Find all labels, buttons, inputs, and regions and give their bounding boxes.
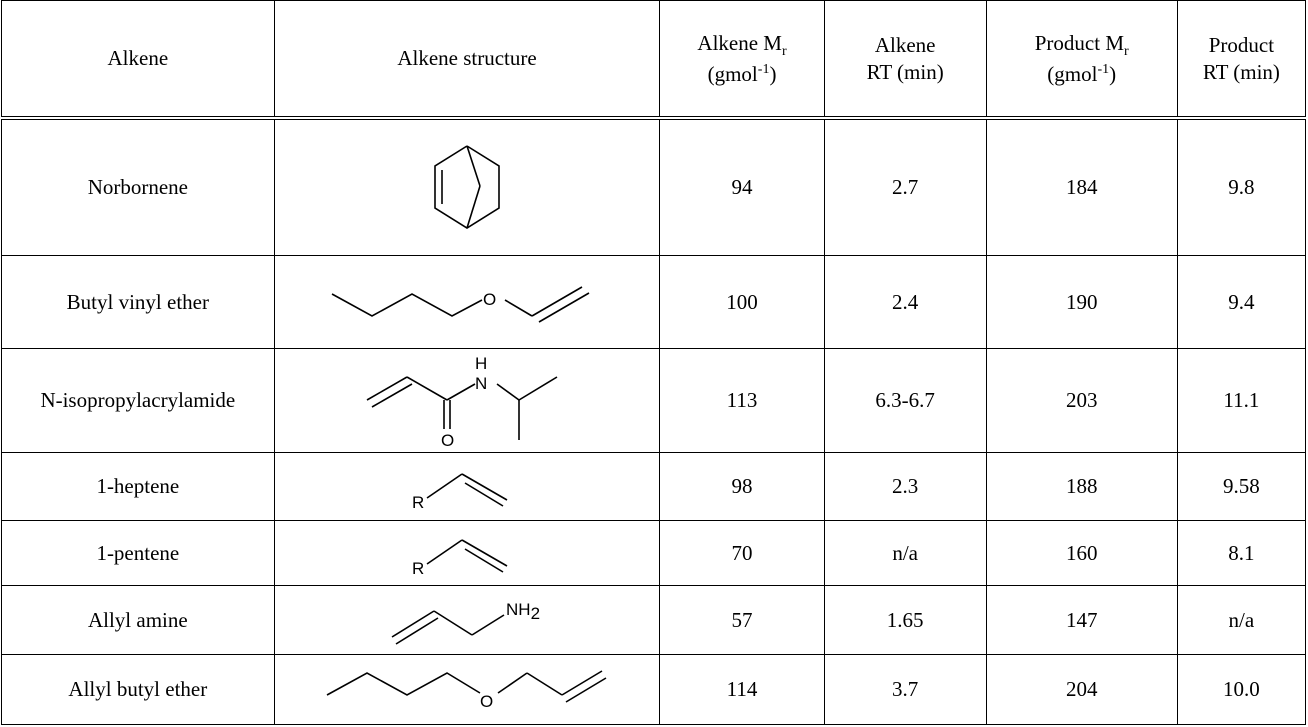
cell-alkene-rt: 1.65 [823, 585, 987, 655]
header-row: Alkene Alkene structure Alkene Mr (gmol-… [1, 0, 1307, 120]
cell-alkene-name: 1-pentene [1, 520, 275, 586]
cell-product-rt: 9.58 [1176, 452, 1307, 521]
table-row: 1-heptene R 98 2.3 188 9.58 [1, 452, 1307, 521]
cell-alkene-rt: 2.3 [823, 452, 987, 521]
table-row: Allyl amine NH2 57 1.65 147 n/a [1, 585, 1307, 655]
cell-alkene-mr: 98 [659, 452, 825, 521]
cell-alkene-mr: 94 [659, 117, 825, 256]
header-alkene-mr-sub: r [781, 44, 787, 60]
cell-alkene-name: Norbornene [1, 117, 275, 256]
cell-alkene-name: Allyl butyl ether [1, 654, 275, 725]
header-product-rt-line1: Product [1208, 33, 1275, 58]
r-group-label: R [412, 493, 424, 512]
table-row: Allyl butyl ether O 114 3.7 204 10.0 [1, 654, 1307, 725]
header-alkene-mr-unit-b: ) [769, 61, 777, 86]
header-product-mr-unit-a: (gmol [1047, 61, 1098, 86]
oxygen-label: O [480, 692, 493, 711]
header-alkene-rt: Alkene RT (min) [823, 0, 987, 120]
cell-structure: H N O [273, 348, 661, 453]
cell-alkene-mr: 114 [659, 654, 825, 725]
header-alkene: Alkene [1, 0, 275, 120]
cell-structure: O [273, 654, 661, 725]
cell-product-mr: 188 [985, 452, 1178, 521]
cell-alkene-name: 1-heptene [1, 452, 275, 521]
cell-alkene-name: Allyl amine [1, 585, 275, 655]
cell-alkene-mr: 100 [659, 255, 825, 349]
butyl-vinyl-ether-structure-icon: O [331, 286, 590, 323]
cell-alkene-rt: 2.4 [823, 255, 987, 349]
terminal-alkene-structure-icon: R [412, 472, 508, 512]
table-row: Butyl vinyl ether O 100 2.4 190 9.4 [1, 255, 1307, 349]
cell-structure: R [273, 452, 661, 521]
cell-alkene-rt: 2.7 [823, 117, 987, 256]
r-group-label: R [412, 559, 424, 578]
cell-structure: NH2 [273, 585, 661, 655]
header-alkene-rt-line2: RT (min) [866, 59, 944, 84]
terminal-alkene-structure-icon: R [412, 539, 508, 578]
cell-product-rt: 8.1 [1176, 520, 1307, 586]
cell-product-rt: 10.0 [1176, 654, 1307, 725]
header-product-mr-unit-sup: -1 [1097, 61, 1110, 77]
oxygen-label: O [483, 290, 496, 309]
cell-alkene-name: Butyl vinyl ether [1, 255, 275, 349]
cell-product-mr: 160 [985, 520, 1178, 586]
cell-structure: O [273, 255, 661, 349]
header-alkene-mr-unit-sup: -1 [757, 61, 770, 77]
cell-alkene-mr: 113 [659, 348, 825, 453]
cell-product-mr: 204 [985, 654, 1178, 725]
hydrogen-label: H [475, 354, 487, 373]
table-row: N-isopropylacrylamide H N O 113 [1, 348, 1307, 453]
cell-alkene-name: N-isopropylacrylamide [1, 348, 275, 453]
cell-product-mr: 184 [985, 117, 1178, 256]
amine-label: NH2 [506, 600, 540, 623]
header-product-mr-sub: r [1124, 44, 1129, 60]
n-isopropylacrylamide-structure-icon: H N O [366, 354, 558, 450]
cell-product-mr: 190 [985, 255, 1178, 349]
cell-product-mr: 147 [985, 585, 1178, 655]
nitrogen-label: N [475, 374, 487, 393]
cell-alkene-rt: 6.3-6.7 [823, 348, 987, 453]
header-product-rt: Product RT (min) [1176, 0, 1307, 120]
header-product-mr: Product Mr (gmol-1) [985, 0, 1178, 120]
header-product-mr-label: Product M [1034, 31, 1124, 56]
cell-structure [273, 117, 661, 256]
cell-alkene-mr: 70 [659, 520, 825, 586]
table-row: 1-pentene R 70 n/a 160 8.1 [1, 520, 1307, 586]
cell-alkene-rt: 3.7 [823, 654, 987, 725]
header-product-mr-unit-b: ) [1109, 61, 1117, 86]
header-alkene-mr-label: Alkene M [697, 31, 782, 56]
amine-nh-label: NH [506, 600, 531, 619]
cell-alkene-rt: n/a [823, 520, 987, 586]
table-row: Norbornene 94 2.7 184 9.8 [1, 117, 1307, 256]
norbornene-structure-icon [434, 144, 500, 229]
cell-alkene-mr: 57 [659, 585, 825, 655]
cell-product-rt: n/a [1176, 585, 1307, 655]
allyl-amine-structure-icon: NH2 [391, 600, 540, 645]
cell-structure: R [273, 520, 661, 586]
header-alkene-mr: Alkene Mr (gmol-1) [659, 0, 825, 120]
cell-product-mr: 203 [985, 348, 1178, 453]
header-product-rt-line2: RT (min) [1202, 59, 1280, 84]
header-alkene-rt-line1: Alkene [874, 33, 936, 58]
allyl-butyl-ether-structure-icon: O [326, 669, 607, 711]
oxygen-label: O [441, 431, 454, 450]
header-alkene-mr-unit-a: (gmol [707, 61, 758, 86]
cell-product-rt: 9.4 [1176, 255, 1307, 349]
amine-subscript: 2 [531, 604, 540, 623]
header-structure: Alkene structure [273, 0, 661, 120]
cell-product-rt: 11.1 [1176, 348, 1307, 453]
cell-product-rt: 9.8 [1176, 117, 1307, 256]
